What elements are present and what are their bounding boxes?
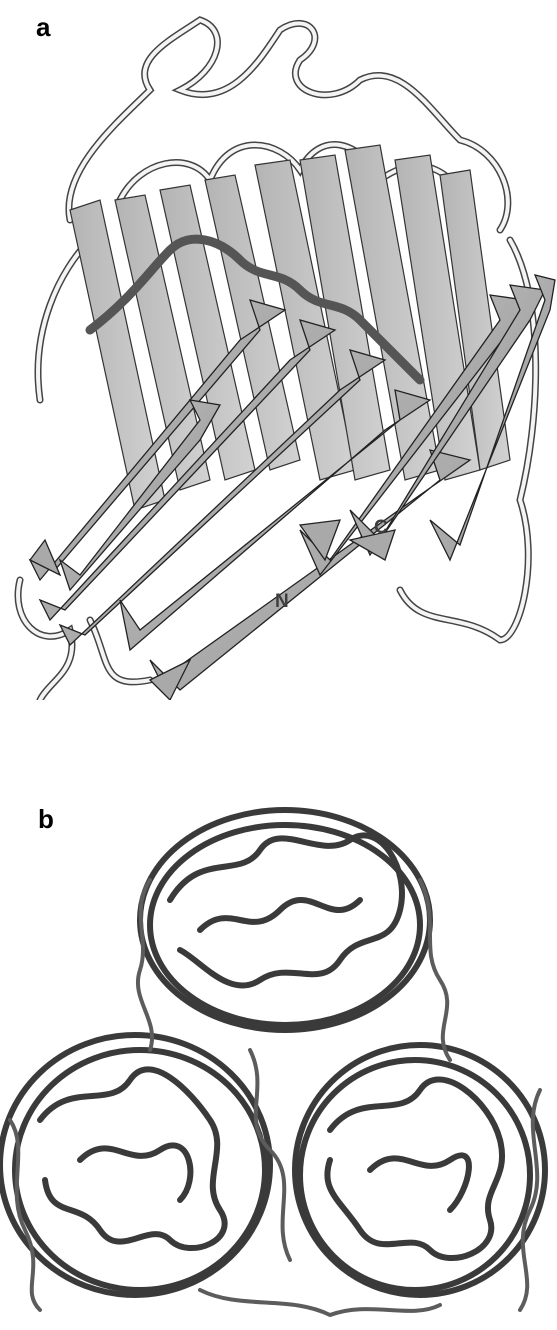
panel-a-label: a [36, 12, 50, 43]
panel-a: N C a [0, 0, 557, 700]
barrel-top [140, 810, 430, 1030]
c-terminus-label: C [374, 517, 388, 538]
panel-b-label: b [38, 804, 54, 835]
n-terminus-label: N [275, 591, 289, 612]
trimer-tube-trace-figure [0, 790, 557, 1330]
beta-barrel-ribbon-figure: N C [0, 0, 557, 700]
trimer-barrels [0, 810, 545, 1295]
panel-b: b [0, 790, 557, 1330]
